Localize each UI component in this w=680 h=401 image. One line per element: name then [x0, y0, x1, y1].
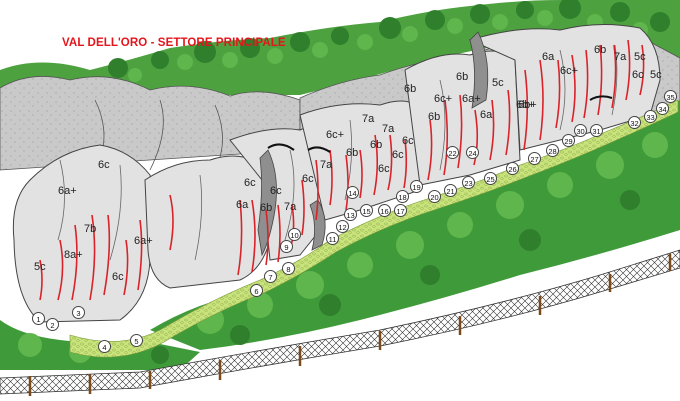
route-grade: 6c — [402, 135, 414, 147]
route-grade: 7b — [84, 223, 97, 235]
fence — [0, 249, 680, 396]
sector-marker: 33 — [644, 110, 657, 123]
sector-marker: 23 — [462, 176, 475, 189]
sector-marker: 4 — [98, 340, 111, 353]
route-grade: 5c — [34, 261, 46, 273]
sector-marker: 15 — [360, 204, 373, 217]
sector-marker: 22 — [446, 146, 459, 159]
sector-marker: 2 — [46, 318, 59, 331]
route-grade: 6c+ — [560, 65, 579, 77]
route-grade: 7a — [320, 159, 333, 171]
sector-marker: 27 — [528, 152, 541, 165]
route-grade: 7a — [284, 201, 297, 213]
sector-marker: 20 — [428, 190, 441, 203]
route-grade: 6c — [392, 149, 404, 161]
sector-marker: 10 — [288, 228, 301, 241]
upper-forest — [0, 0, 680, 95]
route-grade: 7a — [362, 113, 375, 125]
route-grade: 6b+ — [516, 99, 535, 111]
sector-marker: 31 — [590, 124, 603, 137]
route-grade: 6b+ — [518, 99, 537, 111]
route-grade: 5c — [492, 77, 504, 89]
sector-marker: 14 — [346, 186, 359, 199]
sector-marker: 5 — [130, 334, 143, 347]
sector-marker: 26 — [506, 162, 519, 175]
sector-marker: 24 — [466, 146, 479, 159]
sector-marker: 17 — [394, 204, 407, 217]
route-grade: 6c+ — [326, 129, 345, 141]
sector-marker: 18 — [396, 190, 409, 203]
overhang-marks — [267, 95, 613, 153]
sector-marker: 11 — [326, 232, 339, 245]
gully-shadows — [257, 31, 489, 257]
sector-marker: 32 — [628, 116, 641, 129]
route-grade: 6a — [542, 51, 555, 63]
rock-cracks — [57, 44, 618, 261]
route-grade: 6c — [632, 69, 644, 81]
route-grade: 6b — [594, 44, 607, 56]
sector-marker: 3 — [72, 306, 85, 319]
route-grade: 7a — [382, 123, 395, 135]
route-grade: 5c — [650, 69, 662, 81]
route-lines — [39, 39, 645, 301]
sector-marker: 29 — [562, 134, 575, 147]
sector-marker: 13 — [344, 208, 357, 221]
sector-marker: 25 — [484, 172, 497, 185]
route-grade: 6a+ — [134, 235, 153, 247]
approach-path — [69, 99, 679, 358]
route-grade: 6c — [244, 177, 256, 189]
sector-marker: 30 — [574, 124, 587, 137]
route-grade: 6b — [370, 139, 383, 151]
route-grade: 5c — [634, 51, 646, 63]
sector-marker: 8 — [282, 262, 295, 275]
route-grade: 6c — [302, 173, 314, 185]
route-grade: 6c — [112, 271, 124, 283]
route-grade: 7a — [614, 51, 627, 63]
route-grade: 6c+ — [434, 93, 453, 105]
route-grade: 6c — [98, 159, 110, 171]
route-grade: 6b — [456, 71, 469, 83]
sector-marker: 16 — [378, 204, 391, 217]
route-grade: 6b — [428, 111, 441, 123]
route-grade: 6c — [270, 185, 282, 197]
route-grade: 8a+ — [64, 249, 83, 261]
route-grade: 6b — [404, 83, 417, 95]
sector-marker: 19 — [410, 180, 423, 193]
route-grade: 6c — [378, 163, 390, 175]
rock-faces — [12, 23, 661, 323]
sector-marker: 35 — [664, 90, 677, 103]
sector-marker: 6 — [250, 284, 263, 297]
route-grade: 6a — [480, 109, 493, 121]
route-grade: 6b — [346, 147, 359, 159]
sector-marker: 21 — [444, 184, 457, 197]
sector-marker: 34 — [656, 102, 669, 115]
sector-marker: 1 — [32, 312, 45, 325]
route-grade: 6a — [236, 199, 249, 211]
route-grade: 6a+ — [58, 185, 77, 197]
crag-title: VAL DELL'ORO - SETTORE PRINCIPALE — [62, 37, 286, 49]
sector-marker: 12 — [336, 220, 349, 233]
sector-marker: 28 — [546, 144, 559, 157]
sector-marker: 9 — [280, 240, 293, 253]
route-grade: 6a+ — [462, 93, 481, 105]
sector-marker: 7 — [264, 270, 277, 283]
route-grade: 6b — [260, 202, 273, 214]
